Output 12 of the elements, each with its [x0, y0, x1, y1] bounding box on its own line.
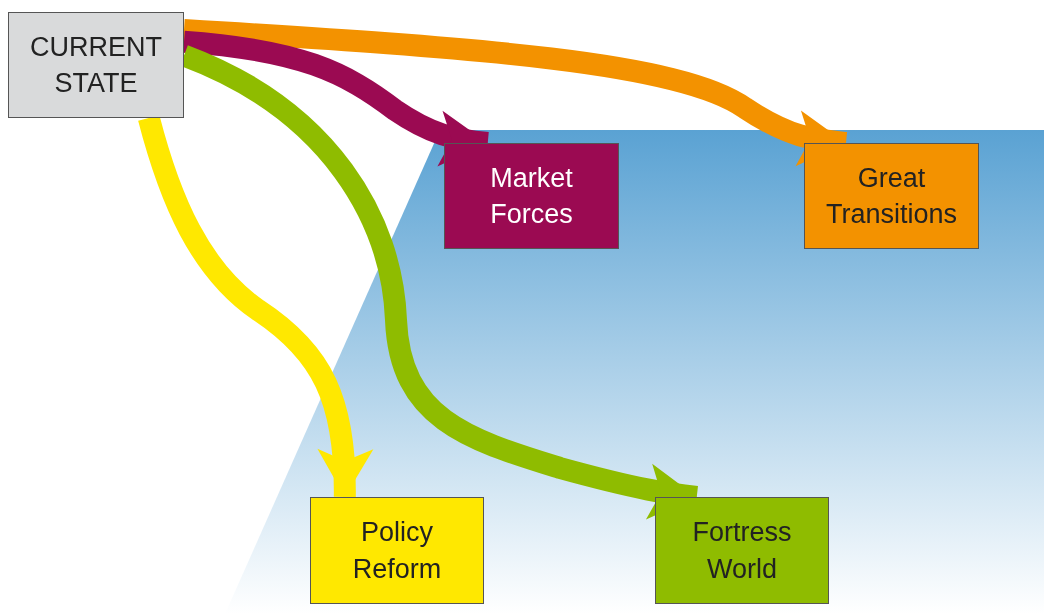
box-label: Policy Reform	[351, 516, 443, 586]
scenario-box	[444, 143, 619, 249]
box-label: Fortress World	[691, 516, 793, 586]
scenario-box	[8, 12, 184, 118]
scenario-box	[804, 143, 979, 249]
scenario-box	[310, 497, 484, 604]
box-label: CURRENT STATE	[29, 30, 163, 100]
box-label: Great Transitions	[824, 161, 958, 231]
arrow	[183, 19, 848, 167]
box-label: Market Forces	[489, 161, 574, 231]
arrow	[183, 30, 489, 166]
scenario-box	[655, 497, 829, 604]
